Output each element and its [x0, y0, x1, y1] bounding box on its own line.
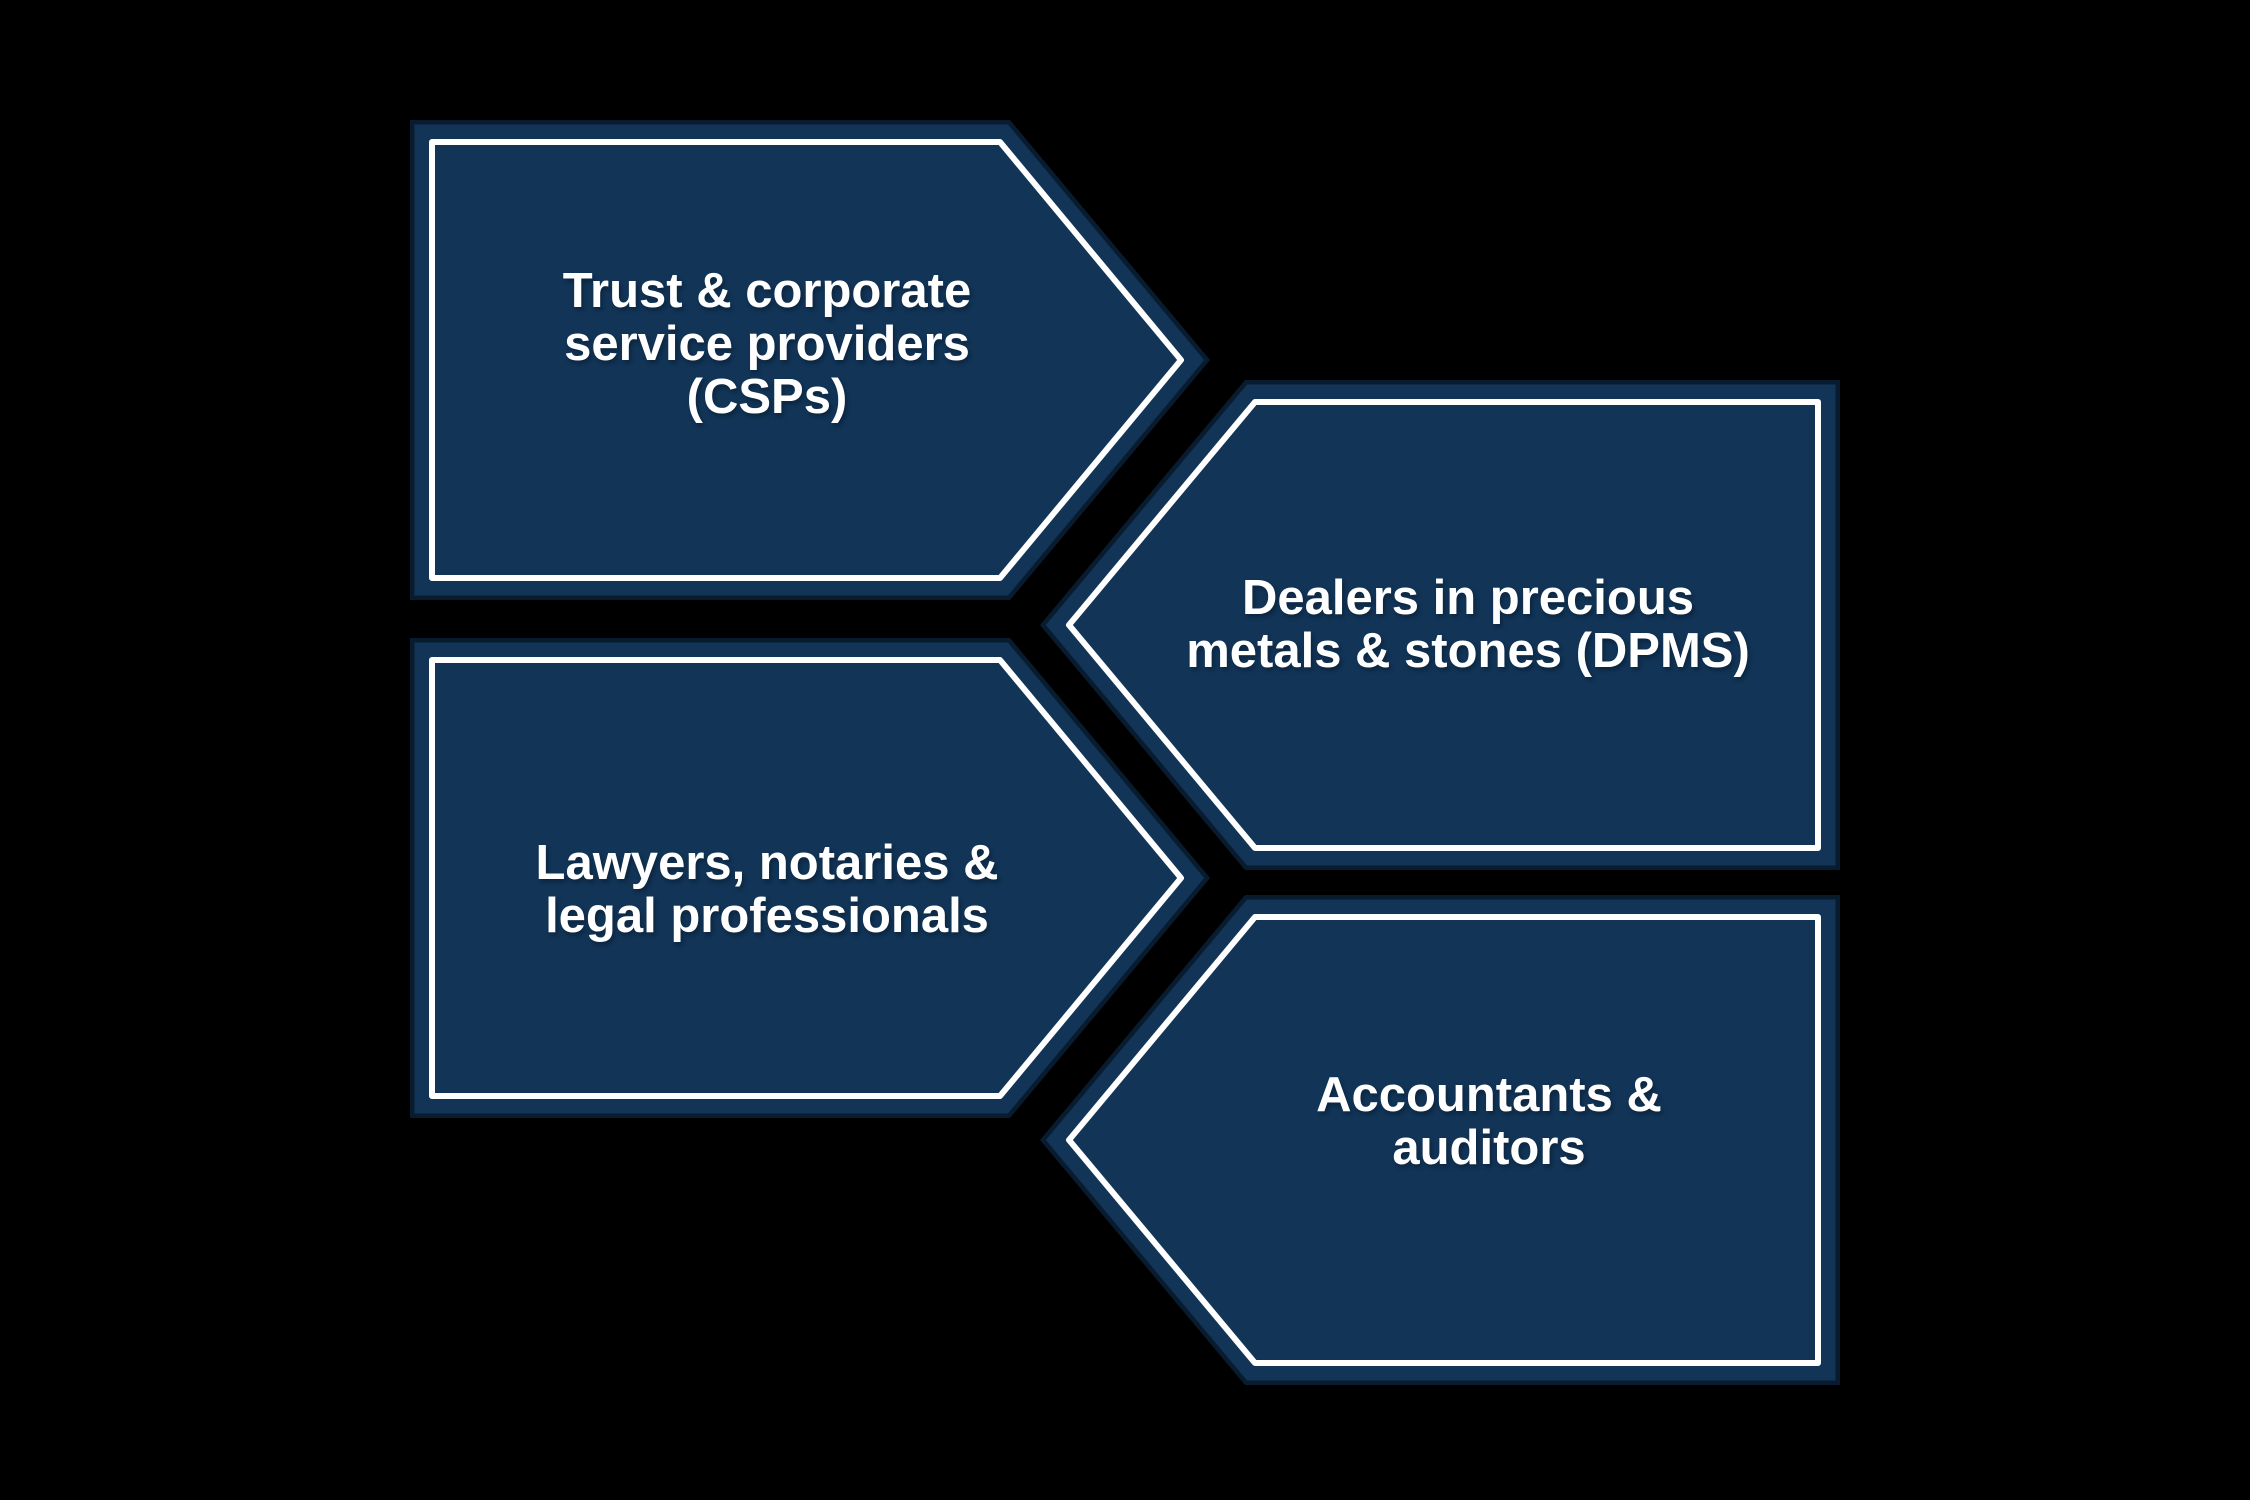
node-csps: Trust & corporate service providers (CSP… — [405, 115, 1215, 605]
node-label-dpms: Dealers in precious metals & stones (DPM… — [1186, 571, 1750, 678]
node-inner-border — [429, 657, 1184, 1099]
node-fill-polygon — [405, 633, 1215, 1123]
node-fill-polygon — [1035, 375, 1845, 875]
node-label-lawyers: Lawyers, notaries & legal professionals — [535, 836, 999, 943]
node-fill-polygon — [405, 115, 1215, 605]
node-inner-border — [1066, 399, 1821, 851]
chevron-right-icon — [405, 633, 1215, 1123]
node-inner-border — [429, 139, 1184, 581]
node-accountants: Accountants & auditors — [1035, 890, 1845, 1390]
node-label-accountants: Accountants & auditors — [1316, 1068, 1662, 1175]
chevron-left-icon — [1035, 890, 1845, 1390]
chevron-right-icon — [405, 115, 1215, 605]
node-inner-border — [1066, 914, 1821, 1366]
node-lawyers: Lawyers, notaries & legal professionals — [405, 633, 1215, 1123]
node-label-csps: Trust & corporate service providers (CSP… — [562, 263, 972, 424]
chevron-left-icon — [1035, 375, 1845, 875]
node-dpms: Dealers in precious metals & stones (DPM… — [1035, 375, 1845, 875]
node-fill-polygon — [1035, 890, 1845, 1390]
